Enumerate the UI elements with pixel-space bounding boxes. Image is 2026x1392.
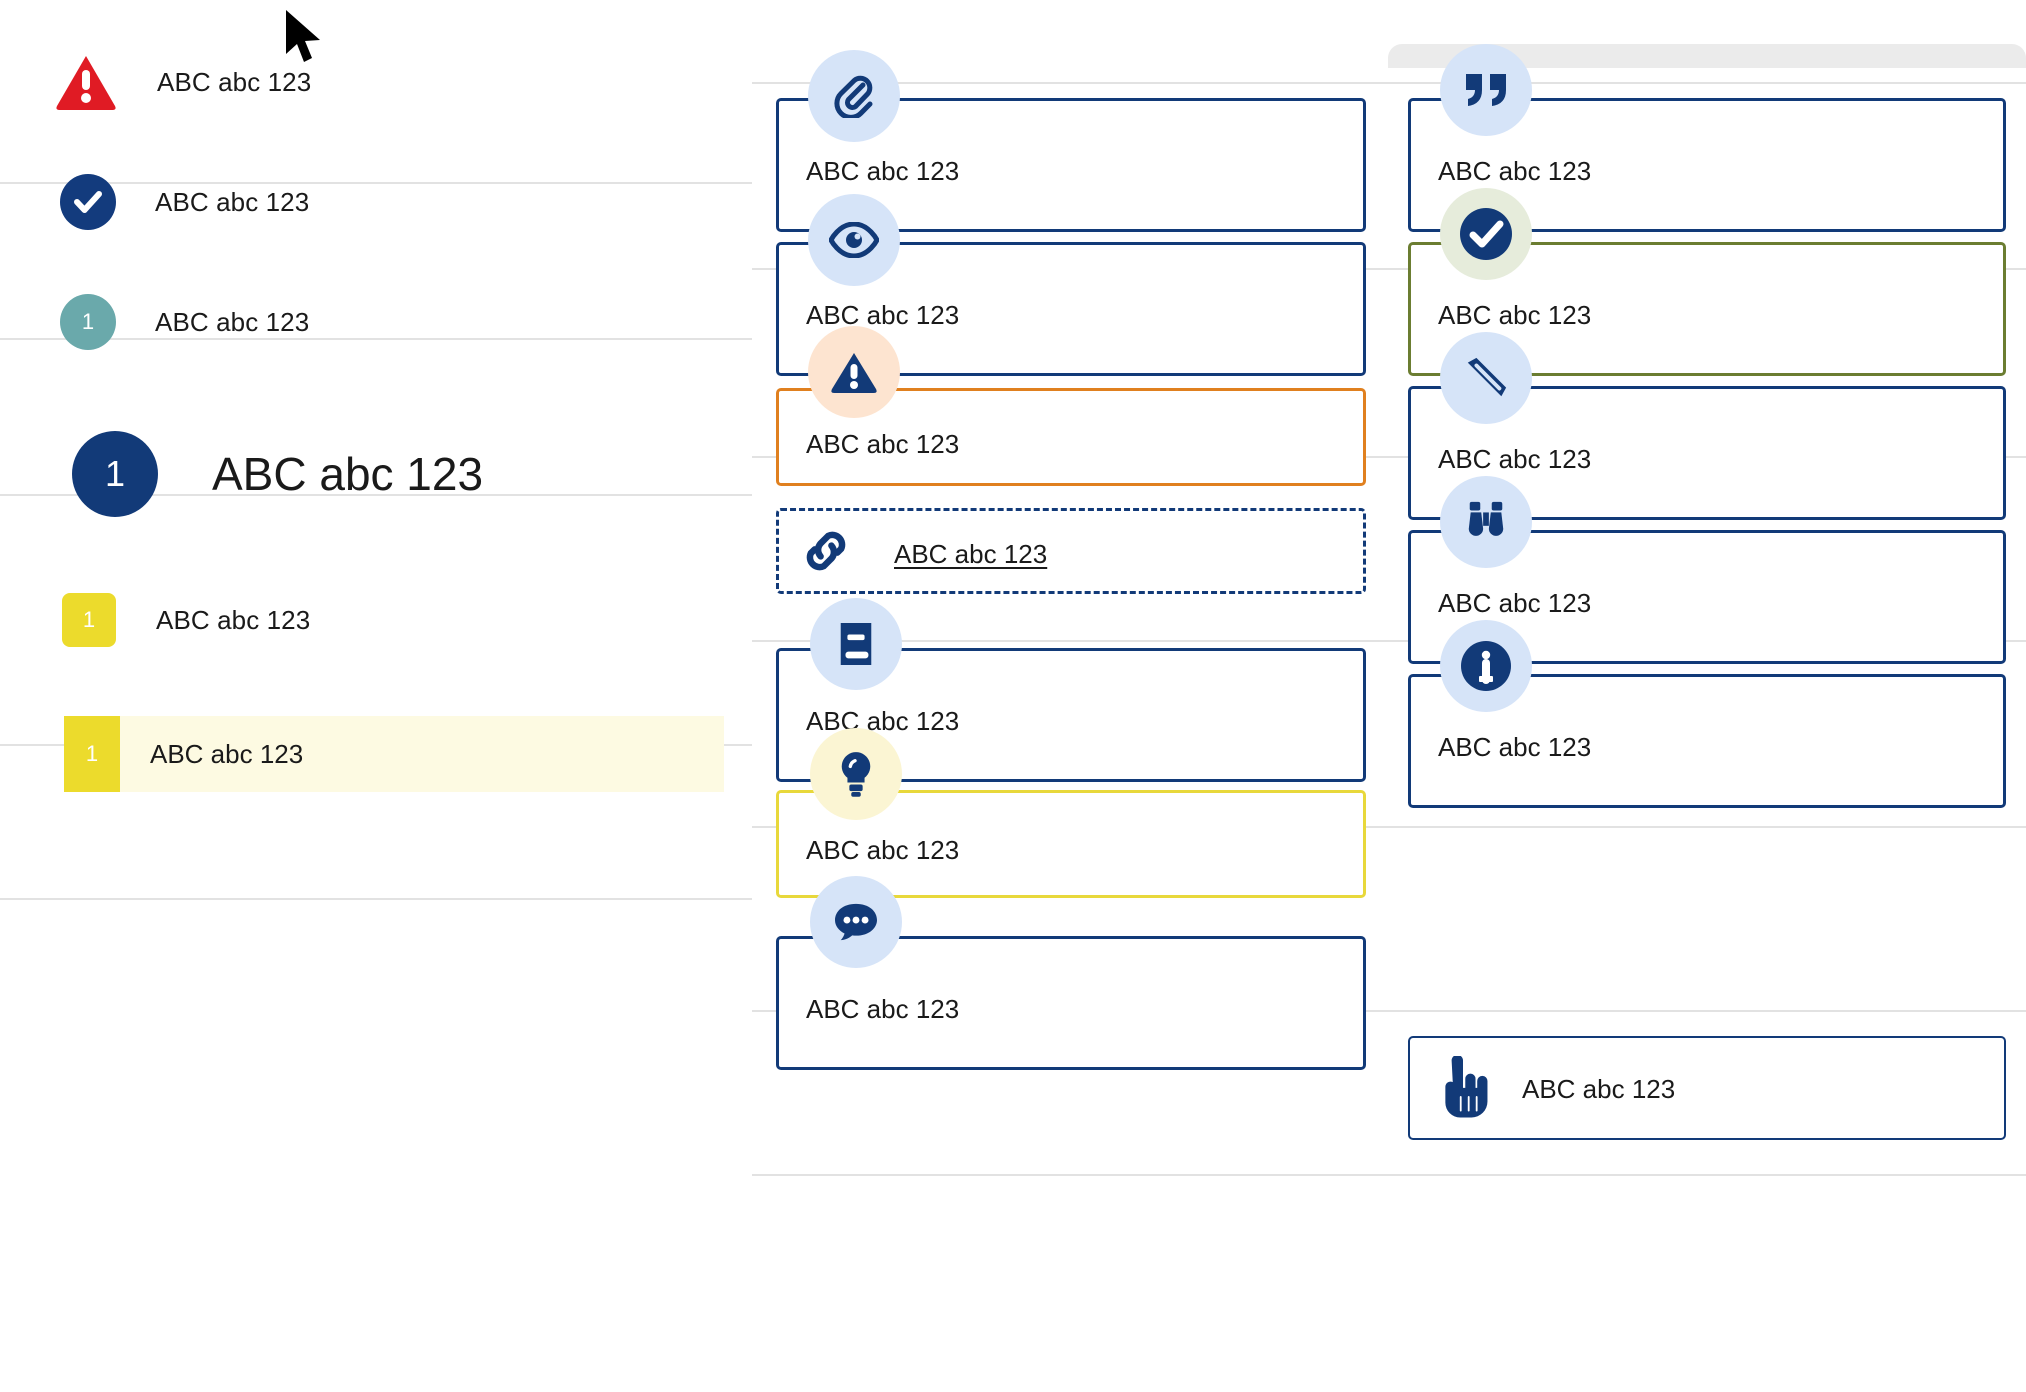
list-item-check[interactable]: ABC abc 123 xyxy=(0,162,752,242)
warning-triangle-icon xyxy=(55,54,117,110)
card-action[interactable]: ABC abc 123 xyxy=(1408,1036,2006,1140)
list-item-numbered[interactable]: 1 ABC abc 123 xyxy=(0,282,752,362)
card-label: ABC abc 123 xyxy=(1438,444,1592,474)
number-square-highlight-badge: 1 xyxy=(64,716,120,792)
divider xyxy=(752,268,2026,270)
eye-icon xyxy=(808,194,900,286)
comment-icon xyxy=(810,876,902,968)
card-label: ABC abc 123 xyxy=(1438,732,1592,762)
hand-pointer-icon xyxy=(1428,1052,1498,1126)
card-link-label[interactable]: ABC abc 123 xyxy=(894,539,1048,569)
card-label: ABC abc 123 xyxy=(806,994,960,1024)
divider xyxy=(0,898,752,900)
divider xyxy=(752,82,2026,84)
pencil-icon xyxy=(1440,332,1532,424)
list-item-featured[interactable]: 1 ABC abc 123 xyxy=(0,419,752,529)
card-label: ABC abc 123 xyxy=(1438,156,1592,186)
number-square-icon: 1 xyxy=(62,593,116,647)
card-label: ABC abc 123 xyxy=(806,706,960,736)
warning-triangle-icon xyxy=(808,326,900,418)
list-item-label: ABC abc 123 xyxy=(157,66,312,97)
divider xyxy=(752,1174,2026,1176)
paperclip-icon xyxy=(808,50,900,142)
card-warning[interactable]: ABC abc 123 xyxy=(776,388,1366,486)
divider xyxy=(0,338,752,340)
quote-icon xyxy=(1440,44,1532,136)
number-circle-icon: 1 xyxy=(60,294,116,350)
card-label: ABC abc 123 xyxy=(806,835,960,865)
divider xyxy=(0,494,752,496)
divider xyxy=(752,1010,2026,1012)
left-column: ABC abc 123 ABC abc 123 1 ABC abc 123 1 … xyxy=(0,0,752,1392)
list-item-warning[interactable]: ABC abc 123 xyxy=(0,42,752,122)
lightbulb-icon xyxy=(810,728,902,820)
number-circle-large-icon: 1 xyxy=(72,431,158,517)
card-label: ABC abc 123 xyxy=(806,429,960,459)
card-label: ABC abc 123 xyxy=(1438,300,1592,330)
divider xyxy=(752,456,2026,458)
card-label: ABC abc 123 xyxy=(1522,1074,1676,1104)
divider xyxy=(752,826,2026,828)
card-label: ABC abc 123 xyxy=(806,156,960,186)
card-label: ABC abc 123 xyxy=(806,300,960,330)
list-item-label-large: ABC abc 123 xyxy=(212,448,484,500)
list-item-label: ABC abc 123 xyxy=(150,738,304,769)
list-item-label: ABC abc 123 xyxy=(155,306,310,337)
check-circle-icon xyxy=(60,174,116,230)
check-circle-icon xyxy=(1440,188,1532,280)
list-item-flagged[interactable]: 1 ABC abc 123 xyxy=(0,580,752,660)
binoculars-icon xyxy=(1440,476,1532,568)
list-item-highlighted[interactable]: 1 ABC abc 123 xyxy=(64,716,724,792)
list-item-label: ABC abc 123 xyxy=(156,604,311,635)
list-item-label: ABC abc 123 xyxy=(155,186,310,217)
divider xyxy=(752,640,2026,642)
card-link[interactable]: ABC abc 123 xyxy=(776,508,1366,594)
link-icon xyxy=(796,522,856,580)
card-label: ABC abc 123 xyxy=(1438,588,1592,618)
book-icon xyxy=(810,598,902,690)
divider xyxy=(0,182,752,184)
info-circle-icon xyxy=(1440,620,1532,712)
